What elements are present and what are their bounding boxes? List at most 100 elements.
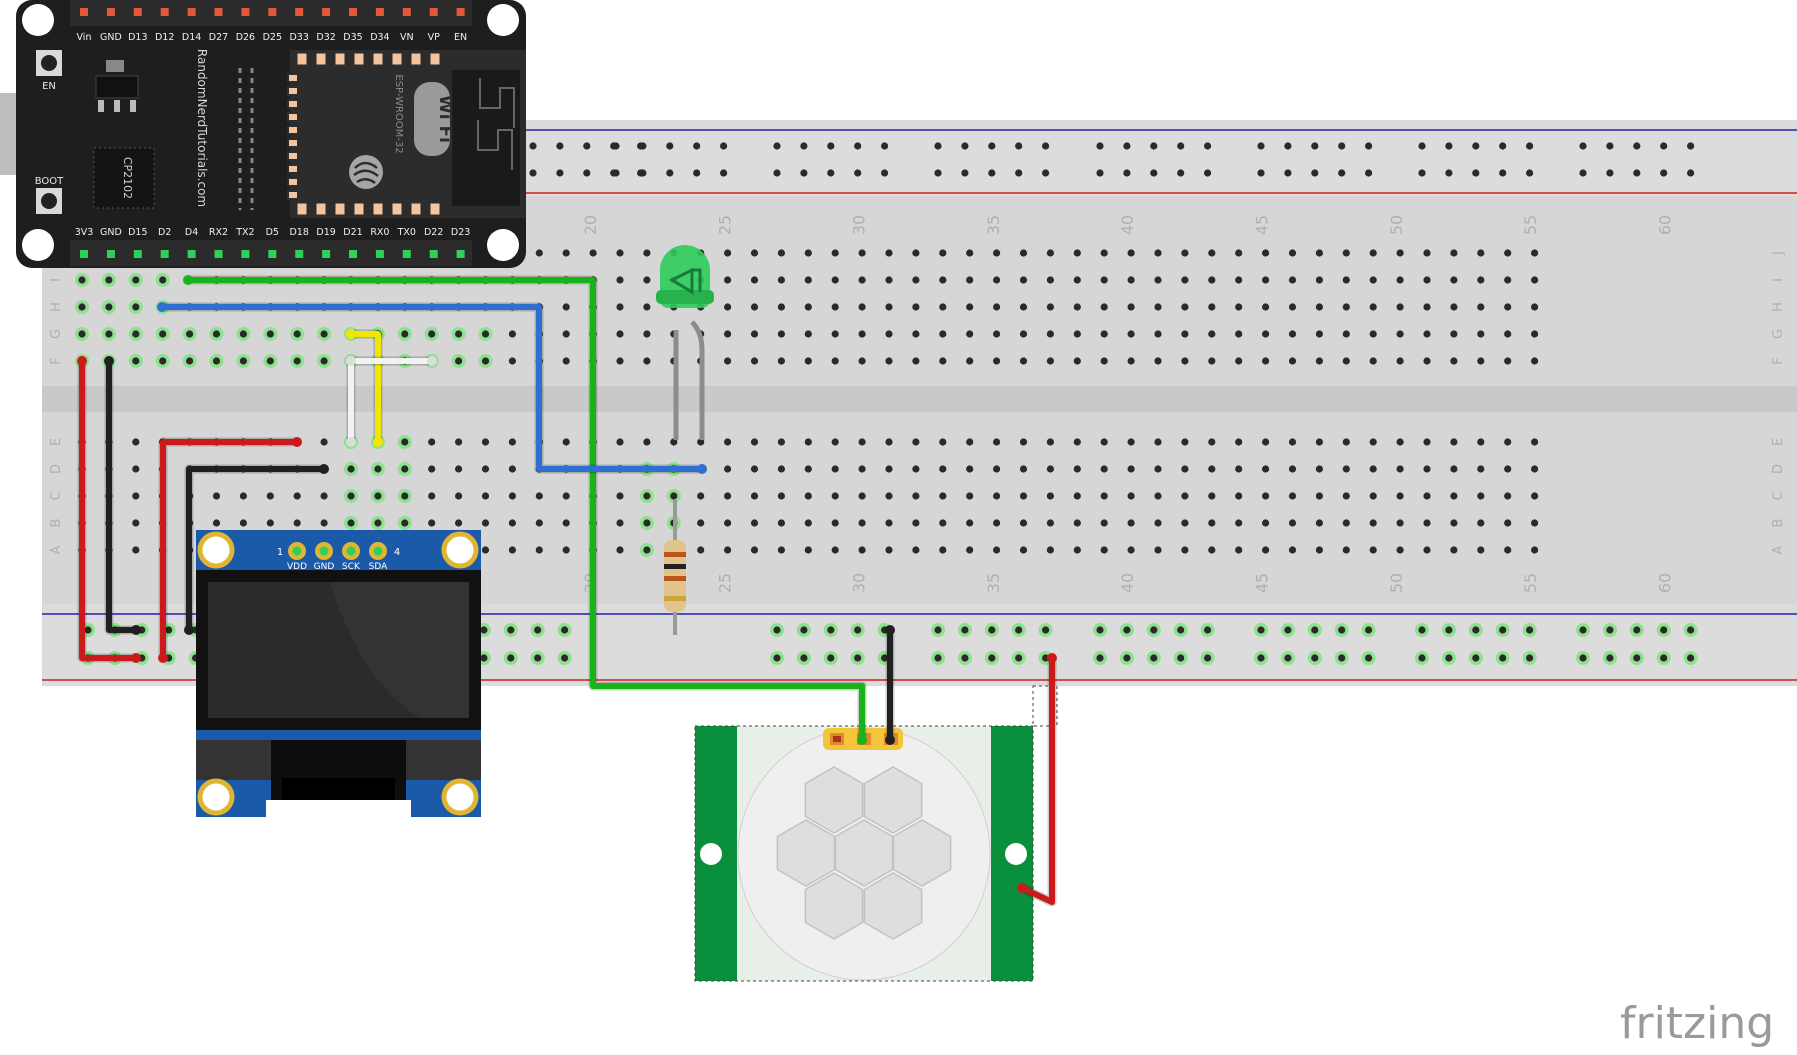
breadboard-hole <box>1288 249 1297 257</box>
breadboard-hole <box>885 546 893 554</box>
breadboard-hole <box>885 249 893 257</box>
breadboard-hole <box>616 546 624 554</box>
esp32-bottom-pin <box>214 250 223 258</box>
esp32-bottom-pin <box>133 250 142 258</box>
breadboard-hole <box>1288 357 1297 365</box>
breadboard-hole <box>643 546 651 554</box>
boot-label: BOOT <box>35 176 64 187</box>
esp32-bottom-pin <box>295 250 304 258</box>
breadboard-hole <box>132 330 140 338</box>
breadboard-hole <box>1369 357 1377 365</box>
breadboard-hole <box>1208 357 1216 365</box>
breadboard-hole <box>1526 654 1534 662</box>
breadboard-hole <box>1073 276 1081 284</box>
breadboard-hole <box>1418 169 1426 177</box>
breadboard-hole <box>562 330 570 338</box>
breadboard-hole <box>1423 276 1431 284</box>
oled-pin-label: GND <box>314 562 335 572</box>
breadboard-hole <box>1606 626 1614 634</box>
oled-pin-label: SCK <box>342 562 361 572</box>
breadboard-hole <box>912 303 920 311</box>
resistor-band-4 <box>664 596 686 601</box>
wire-red-oled-vdd <box>160 439 300 661</box>
breadboard-hole <box>1579 626 1587 634</box>
breadboard-hole <box>1687 626 1695 634</box>
breadboard-hole <box>1450 330 1458 338</box>
breadboard-hole <box>1369 303 1377 311</box>
breadboard-hole <box>159 276 167 284</box>
breadboard-hole <box>1338 142 1346 150</box>
breadboard-hole <box>1181 519 1189 527</box>
breadboard-hole <box>804 546 812 554</box>
breadboard-hole <box>1096 169 1104 177</box>
breadboard-hole <box>132 519 140 527</box>
boot-button-cap <box>41 193 57 209</box>
breadboard-hole <box>1262 303 1270 311</box>
breadboard-hole <box>78 276 86 284</box>
breadboard-hole <box>455 438 463 446</box>
breadboard-hole <box>1342 492 1350 500</box>
oled-pin-number-4: 4 <box>394 547 400 558</box>
breadboard-hole <box>1100 330 1108 338</box>
esp32-bottom-pin-label: D5 <box>266 227 279 238</box>
breadboard-hole <box>1181 438 1189 446</box>
breadboard-hole <box>1019 465 1028 473</box>
esp32-bottom-pin-label: D4 <box>185 227 198 238</box>
esp32-top-pin-label: D25 <box>263 32 282 43</box>
esp32-top-pin <box>322 8 331 16</box>
breadboard-hole <box>1396 357 1404 365</box>
breadboard-hole <box>1154 303 1162 311</box>
breadboard-hole <box>428 438 436 446</box>
breadboard-hole <box>1288 492 1297 500</box>
breadboard-hole <box>1127 519 1135 527</box>
breadboard-hole <box>724 519 732 527</box>
breadboard-hole <box>612 169 620 177</box>
breadboard-hole <box>1660 169 1668 177</box>
breadboard-hole <box>562 303 570 311</box>
breadboard-hole <box>1531 438 1539 446</box>
breadboard-hole <box>854 142 862 150</box>
breadboard-hole <box>1472 626 1480 634</box>
breadboard-hole <box>1423 519 1431 527</box>
breadboard-hole <box>1450 249 1458 257</box>
breadboard-hole <box>724 492 732 500</box>
breadboard-hole <box>1288 303 1297 311</box>
breadboard-hole <box>777 492 786 500</box>
breadboard-hole <box>1208 276 1216 284</box>
breadboard-hole <box>639 169 647 177</box>
row-letter-right: F <box>1771 357 1786 364</box>
breadboard-hole <box>1235 357 1243 365</box>
breadboard-hole <box>481 492 490 500</box>
breadboard-hole <box>1660 626 1668 634</box>
breadboard-hole <box>428 519 436 527</box>
breadboard-hole <box>616 249 624 257</box>
breadboard-hole <box>858 249 866 257</box>
wire-black-gnd <box>106 358 139 633</box>
breadboard-hole <box>1100 546 1108 554</box>
esp32-bottom-pin-label: D18 <box>289 227 308 238</box>
esp32-top-pin-label: GND <box>100 32 122 43</box>
breadboard-hole <box>961 142 969 150</box>
breadboard-hole <box>481 357 490 365</box>
breadboard-hole <box>1369 465 1377 473</box>
breadboard-hole <box>507 654 515 662</box>
breadboard-hole <box>1096 626 1104 634</box>
breadboard-hole <box>777 357 786 365</box>
breadboard-hole <box>1499 142 1507 150</box>
row-letter-right: I <box>1771 278 1786 282</box>
breadboard-hole <box>777 438 786 446</box>
breadboard-hole <box>1015 626 1023 634</box>
esp32-bottom-pin-label: D19 <box>316 227 335 238</box>
breadboard-hole <box>1342 276 1350 284</box>
breadboard-hole <box>804 357 812 365</box>
breadboard-hole <box>1204 169 1212 177</box>
breadboard-hole <box>1687 142 1695 150</box>
esp32-top-pin <box>187 8 196 16</box>
breadboard-hole <box>1477 546 1485 554</box>
breadboard-hole <box>1311 626 1319 634</box>
breadboard-hole <box>1504 465 1512 473</box>
column-number-top: 40 <box>1118 215 1137 235</box>
breadboard-hole <box>827 142 835 150</box>
breadboard-hole <box>939 492 947 500</box>
breadboard-hole <box>1342 330 1350 338</box>
